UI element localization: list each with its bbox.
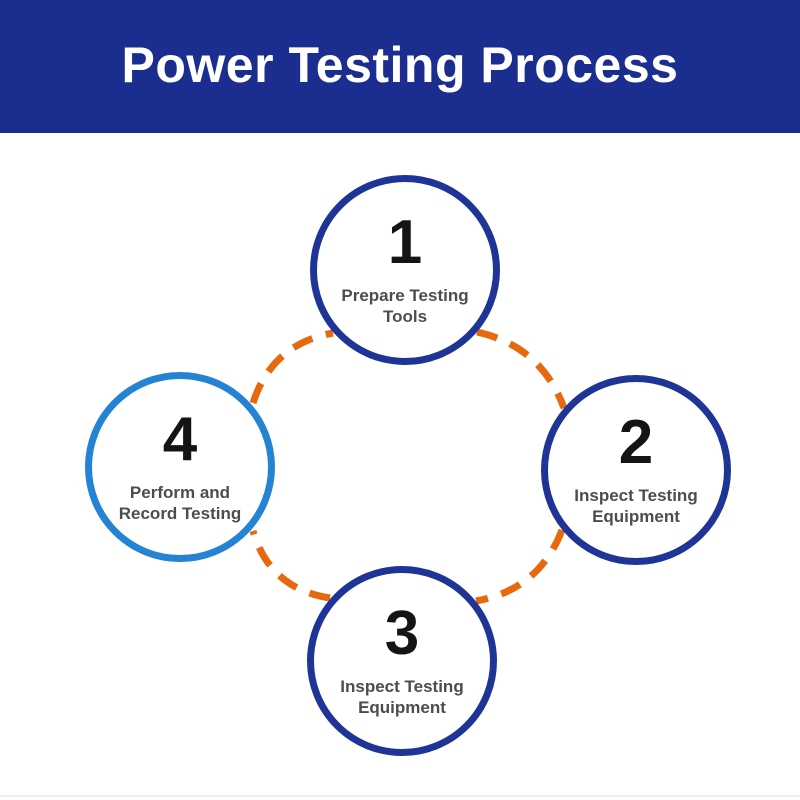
step-circle-4: 4 Perform and Record Testing [85, 372, 275, 562]
step-3-label: Inspect Testing Equipment [340, 677, 463, 718]
dashed-connector-step2-step3 [475, 528, 566, 605]
step-4-label-line1: Perform and [129, 483, 231, 503]
page-title: Power Testing Process [121, 36, 679, 93]
step-1-label-line2: Tools [382, 307, 428, 326]
dashed-connector-step3-step4 [249, 529, 331, 602]
step-2-label-line1: Inspect Testing [574, 486, 698, 506]
step-3-label-line2: Equipment [358, 698, 446, 717]
header-banner: Power Testing Process [0, 0, 800, 133]
dashed-connector-step1-step2 [476, 328, 568, 410]
step-2-number: 2 [618, 408, 654, 478]
step-4-label: Perform and Record Testing [119, 483, 241, 524]
dashed-connector-step4-step1 [249, 329, 334, 405]
step-1-number: 1 [387, 208, 423, 278]
step-circle-3: 3 Inspect Testing Equipment [307, 566, 497, 756]
step-4-label-line2: Record Testing [118, 504, 242, 523]
bottom-edge-line [0, 795, 800, 797]
step-2-label: Inspect Testing Equipment [574, 486, 697, 527]
step-circle-2: 2 Inspect Testing Equipment [541, 375, 731, 565]
step-3-number: 3 [384, 599, 420, 669]
step-3-label-line1: Inspect Testing [340, 677, 464, 697]
step-1-label-line1: Prepare Testing [341, 286, 469, 306]
step-4-number: 4 [162, 405, 198, 475]
step-1-label: Prepare Testing Tools [341, 286, 468, 327]
step-circle-1: 1 Prepare Testing Tools [310, 175, 500, 365]
step-2-label-line2: Equipment [592, 507, 680, 526]
